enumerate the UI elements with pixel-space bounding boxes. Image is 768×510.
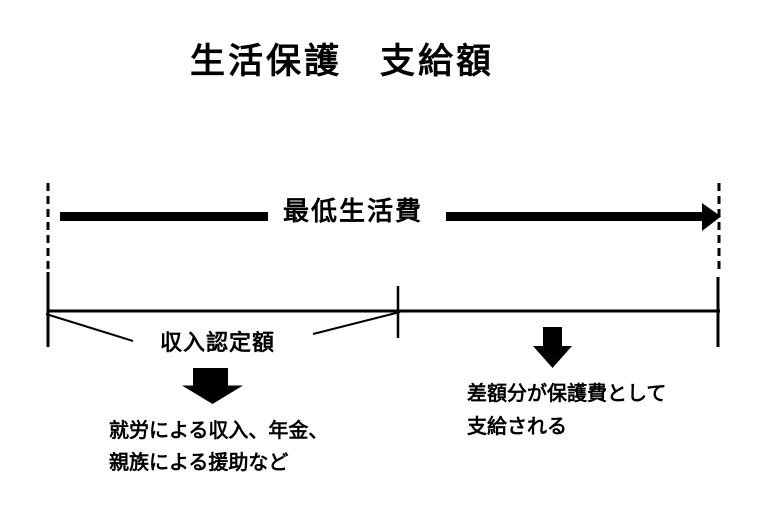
difference-note-line1: 差額分が保護費として [467,383,667,405]
down-arrow-icon-right [533,327,572,368]
page-title: 生活保護 支給額 [190,42,495,81]
income-note-line1: 就労による収入、年金、 [109,420,329,442]
income-certified-label: 収入認定額 [160,330,276,355]
min-cost-arrow-shaft-left [60,212,268,221]
leader-line-right [312,311,401,335]
min-cost-label: 最低生活費 [283,196,424,226]
leader-line-left [45,313,134,342]
min-cost-arrowhead-icon [702,203,721,231]
difference-note-line2: 支給される [467,416,567,438]
down-arrow-icon-left [182,368,243,404]
min-cost-arrow-shaft-right [446,212,704,221]
income-note-line2: 親族による援助など [109,452,289,474]
